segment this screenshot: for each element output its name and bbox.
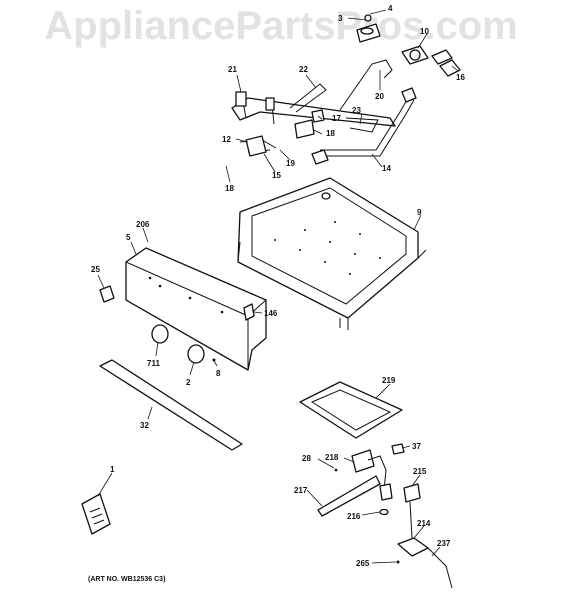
callout-8: 8 bbox=[216, 369, 221, 378]
callout-19: 19 bbox=[286, 159, 295, 168]
callout-22: 22 bbox=[299, 65, 308, 74]
callout-219: 219 bbox=[382, 376, 396, 385]
callout-217: 217 bbox=[294, 486, 308, 495]
trim-strip bbox=[99, 359, 243, 451]
control-panel bbox=[99, 247, 267, 371]
callout-218: 218 bbox=[325, 453, 339, 462]
callout-237: 237 bbox=[437, 539, 451, 548]
gas-tubing bbox=[239, 59, 417, 157]
callout-labels: 3 4 10 16 21 22 20 23 17 18 12 14 19 15 … bbox=[91, 4, 465, 568]
callout-1: 1 bbox=[110, 465, 115, 474]
control-knobs bbox=[151, 324, 216, 364]
callout-17: 17 bbox=[332, 114, 341, 123]
callout-214: 214 bbox=[417, 519, 431, 528]
lower-bracket bbox=[299, 381, 403, 439]
callout-10: 10 bbox=[420, 27, 429, 36]
watermark: AppliancePartsPros.com bbox=[44, 4, 518, 48]
callout-15: 15 bbox=[272, 171, 281, 180]
callout-23: 23 bbox=[352, 106, 361, 115]
gas-valves-and-igniters bbox=[356, 14, 461, 77]
callout-206: 206 bbox=[136, 220, 150, 229]
art-number: (ART NO. WB12536 C3) bbox=[88, 576, 166, 583]
callout-265: 265 bbox=[356, 559, 370, 568]
callout-9: 9 bbox=[417, 208, 422, 217]
literature-booklet bbox=[81, 493, 111, 535]
callout-711: 711 bbox=[147, 359, 160, 368]
callout-25: 25 bbox=[91, 265, 100, 274]
callout-21: 21 bbox=[228, 65, 237, 74]
callout-28: 28 bbox=[302, 454, 311, 463]
burner-box bbox=[237, 177, 427, 330]
callout-215: 215 bbox=[413, 467, 427, 476]
callout-146: 146 bbox=[264, 309, 278, 318]
callout-18-lower: 18 bbox=[225, 184, 234, 193]
igniter-harness bbox=[317, 443, 421, 517]
callout-3: 3 bbox=[338, 14, 343, 23]
callout-5: 5 bbox=[126, 233, 131, 242]
callout-37: 37 bbox=[412, 442, 421, 451]
callout-2: 2 bbox=[186, 378, 191, 387]
valve-brackets bbox=[245, 109, 329, 165]
callout-14: 14 bbox=[382, 164, 391, 173]
callout-4: 4 bbox=[388, 4, 393, 13]
leader-lines bbox=[97, 9, 459, 564]
callout-12: 12 bbox=[222, 135, 231, 144]
callout-216: 216 bbox=[347, 512, 361, 521]
callout-20: 20 bbox=[375, 92, 384, 101]
callout-32: 32 bbox=[140, 421, 149, 430]
callout-18-upper: 18 bbox=[326, 129, 335, 138]
callout-16: 16 bbox=[456, 73, 465, 82]
